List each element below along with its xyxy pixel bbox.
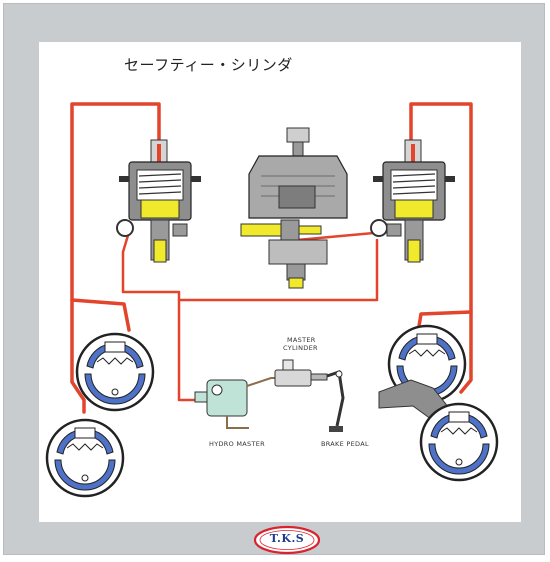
brake-pedal-label: BRAKE PEDAL [321, 440, 369, 448]
master-cylinder-label-2: CYLINDER [283, 344, 318, 352]
drum-brake-left-lower [45, 418, 125, 498]
hydro-master-label: HYDRO MASTER [209, 440, 265, 448]
diagram-panel: MASTER CYLINDER HYDRO MASTER BRAKE PEDAL… [39, 42, 521, 522]
master-cylinder [246, 359, 328, 387]
tks-logo: T.K.S [253, 525, 321, 555]
fluid-line-left-top [70, 102, 161, 332]
diagram-title: セーフティー・シリンダ [124, 56, 293, 74]
drum-brake-left-upper [75, 332, 155, 412]
brake-system-diagram: MASTER CYLINDER HYDRO MASTER BRAKE PEDAL [45, 102, 499, 498]
fluid-line-left-to-hydro [121, 230, 201, 402]
logo-ring-icon [253, 525, 321, 555]
hydro-master [194, 379, 249, 429]
brake-pedal [326, 370, 345, 432]
drum-brake-right-lower [419, 402, 499, 482]
fluid-line-right-top [409, 102, 473, 394]
left-safety-cylinder [116, 139, 201, 263]
fluid-line-right-down [177, 238, 379, 302]
fluid-line-left-lower [70, 298, 86, 414]
center-master-unit [240, 127, 348, 289]
right-safety-cylinder [370, 139, 455, 263]
outer-frame: MASTER CYLINDER HYDRO MASTER BRAKE PEDAL… [3, 3, 545, 555]
master-cylinder-label-1: MASTER [287, 336, 316, 344]
logo-text: T.K.S [269, 532, 305, 545]
